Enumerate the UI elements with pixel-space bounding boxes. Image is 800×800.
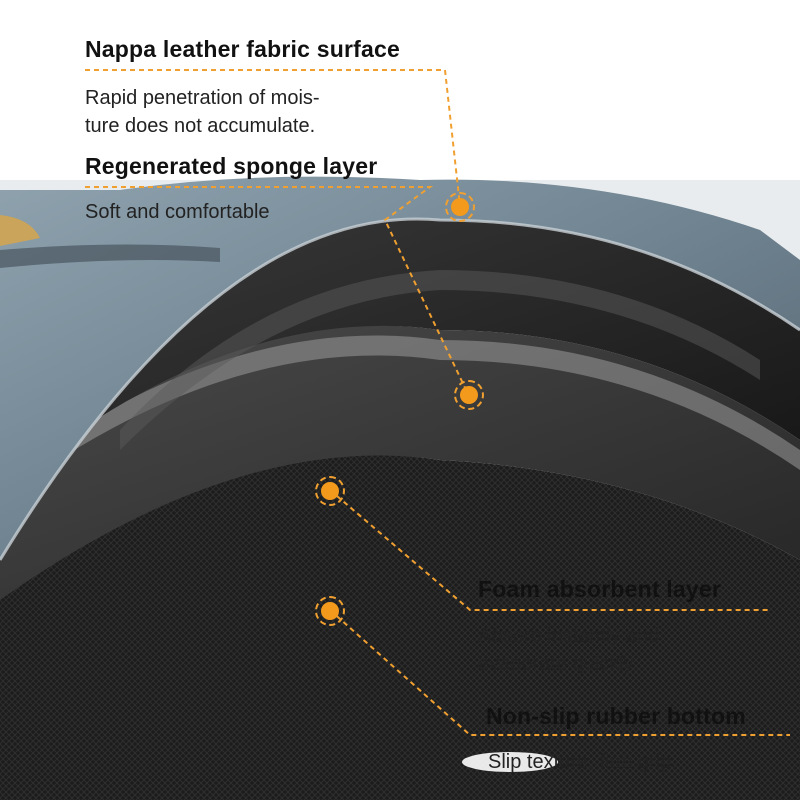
callout-title-sponge: Regenerated sponge layer — [85, 153, 378, 179]
marker-sponge — [454, 380, 484, 410]
callout-desc-sponge-line-1: Soft and comfortable — [85, 201, 270, 223]
surface-edge-line — [0, 217, 800, 561]
callout-desc-foam-line-2: evaporate quickly. — [478, 653, 638, 675]
callout-desc-surface-line-1: Rapid penetration of mois- — [85, 87, 320, 109]
connector-line-3 — [329, 489, 768, 611]
callout-title-rubber: Non-slip rubber bottom — [486, 703, 746, 729]
callout-desc-rubber-line-1: Slip texture, firm grip. — [488, 751, 677, 773]
callout-title-surface: Nappa leather fabric surface — [85, 36, 400, 62]
sponge-highlight — [120, 270, 760, 450]
marker-rubber — [315, 596, 345, 626]
marker-surface — [445, 192, 475, 222]
surface-stripe-dark — [0, 244, 220, 268]
connector-line-2 — [85, 186, 469, 395]
callout-desc-surface-line-2: ture does not accumulate. — [85, 115, 316, 137]
connector-line-1 — [85, 69, 461, 207]
bottom-glare — [462, 752, 558, 772]
surface-stripe-gold — [0, 215, 40, 246]
foam-layer — [0, 325, 800, 600]
marker-foam — [315, 476, 345, 506]
callout-title-foam: Foam absorbent layer — [478, 576, 722, 602]
leather-surface-layer — [0, 176, 800, 560]
rubber-bottom-layer — [0, 454, 800, 800]
callout-desc-foam-line-1: Absorb instantly and — [478, 625, 660, 647]
